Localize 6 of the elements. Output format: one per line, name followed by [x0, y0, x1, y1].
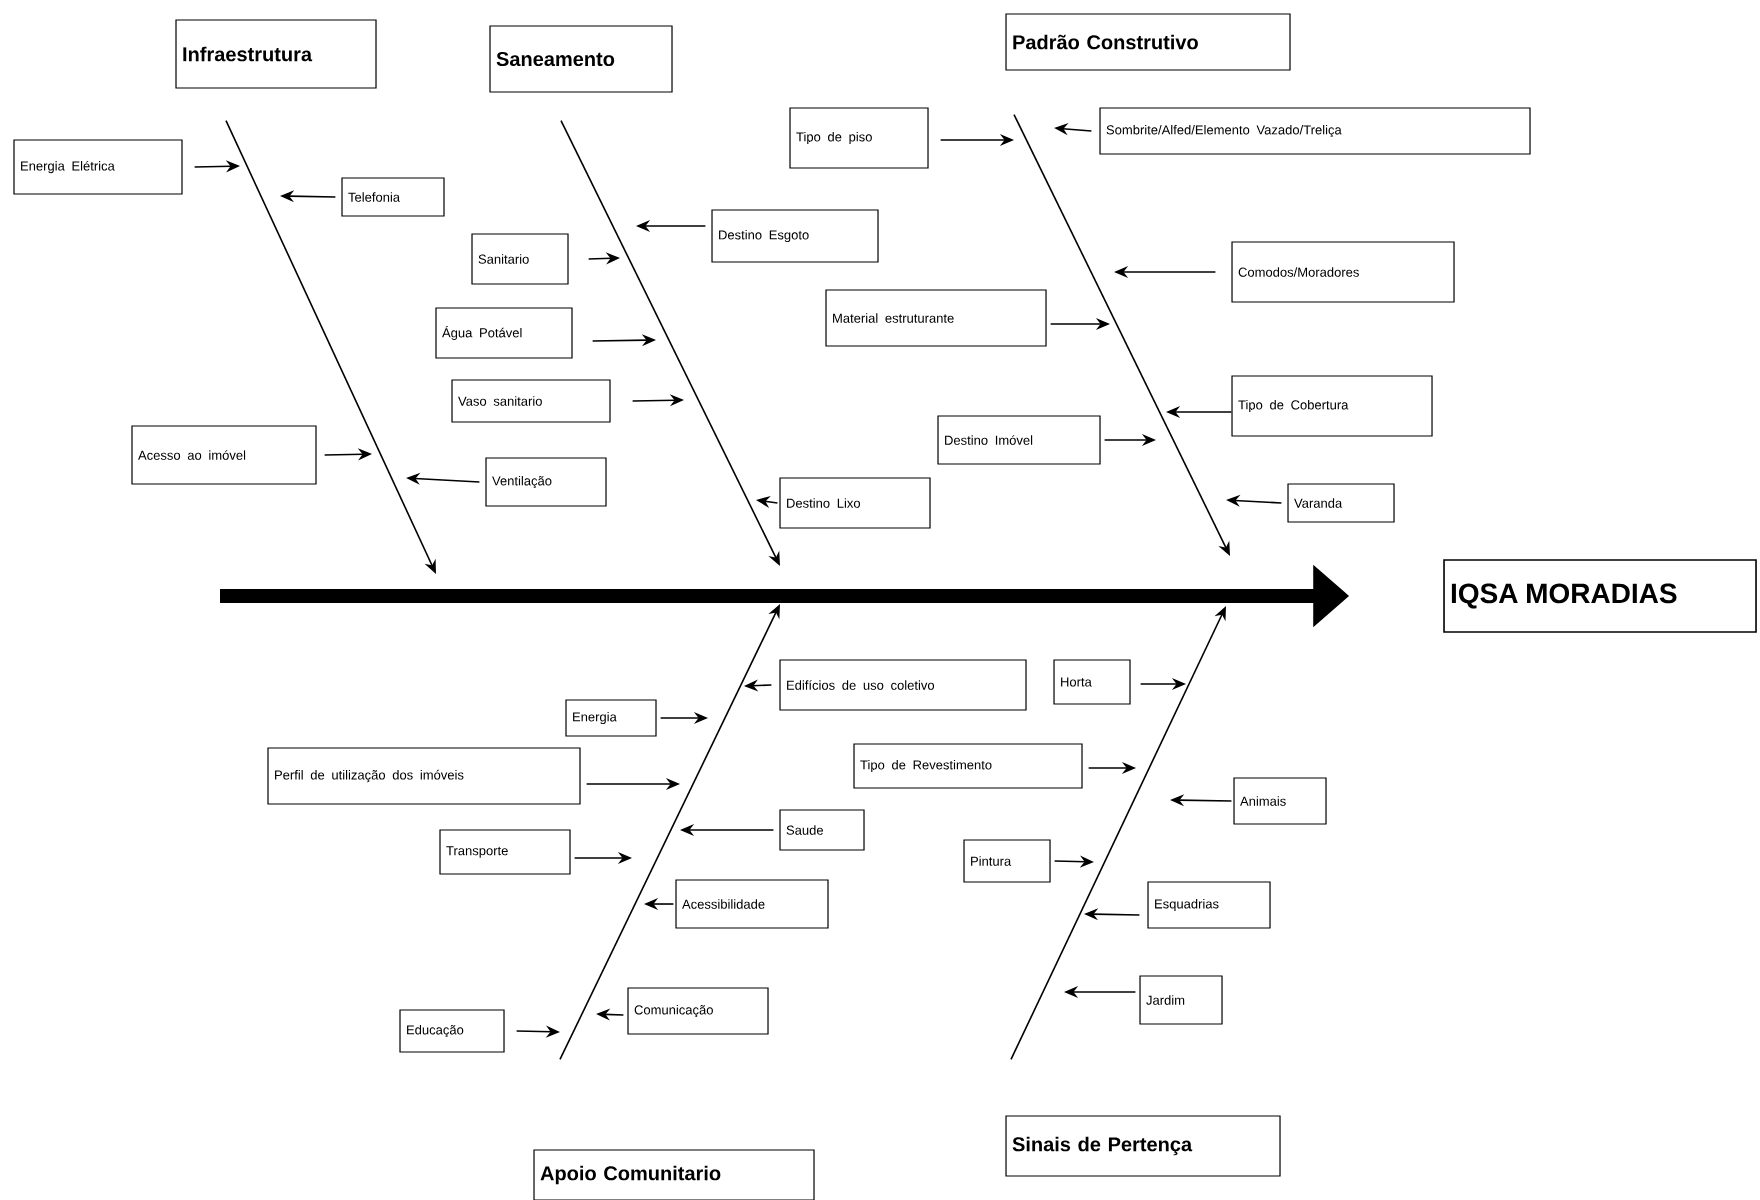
heading-box: Sinais de Pertença: [1005, 1115, 1281, 1177]
heading-box: Infraestrutura: [175, 19, 377, 89]
heading-box: Padrão Construtivo: [1005, 13, 1291, 71]
effect-box: IQSA MORADIAS: [1443, 559, 1757, 633]
heading-box: Apoio Comunitario: [533, 1149, 815, 1200]
heading-box: Saneamento: [489, 25, 673, 93]
